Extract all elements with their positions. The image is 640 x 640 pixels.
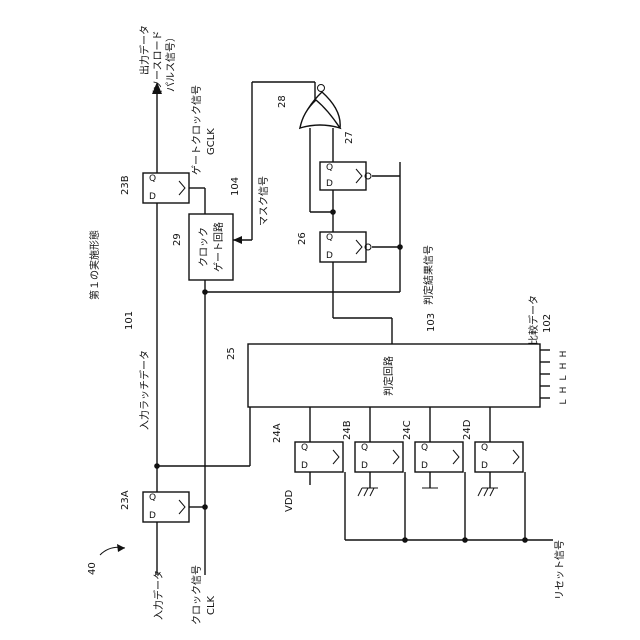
- clk-label: CLK: [206, 595, 217, 615]
- compare-bit: H: [559, 363, 569, 370]
- flip-flop-24a: D Q: [295, 442, 343, 472]
- svg-text:D: D: [421, 461, 428, 471]
- svg-text:ゲート回路: ゲート回路: [212, 222, 225, 272]
- svg-text:D: D: [326, 179, 333, 189]
- compare-data-label: 比較データ: [527, 295, 540, 345]
- svg-text:Q: Q: [421, 443, 428, 453]
- ref-24d: 24D: [462, 419, 473, 440]
- flip-flop-24b: D Q: [355, 442, 403, 472]
- ref-24a: 24A: [272, 423, 283, 443]
- ref-23b: 23B: [120, 175, 131, 195]
- junction-dot: [202, 504, 208, 510]
- ref-29: 29: [172, 233, 183, 246]
- gclk-label: GCLK: [206, 128, 217, 155]
- reset-signal-label: リセット信号: [554, 540, 566, 600]
- ref-23a: 23A: [120, 490, 131, 510]
- vdd-label: VDD: [284, 489, 295, 512]
- svg-text:D: D: [361, 461, 368, 471]
- svg-text:Q: Q: [301, 443, 308, 453]
- clock-signal-label: クロック信号: [191, 565, 203, 625]
- svg-text:D: D: [301, 461, 308, 471]
- flip-flop-26: D Q: [320, 232, 371, 262]
- judge-circuit: 判定回路: [248, 344, 540, 407]
- svg-text:Q: Q: [361, 443, 368, 453]
- svg-text:D: D: [149, 511, 156, 521]
- svg-text:クロック: クロック: [198, 227, 210, 267]
- figure-title: 第１の実施形態: [88, 230, 101, 300]
- flip-flop-24d: D Q: [475, 442, 523, 472]
- svg-text:D: D: [326, 251, 333, 261]
- ref-24c: 24C: [402, 420, 413, 440]
- ref-104: 104: [230, 177, 241, 196]
- output-data-label: 出力データ: [138, 25, 151, 75]
- flip-flop-23a: D Q: [143, 492, 189, 522]
- svg-text:D: D: [481, 461, 488, 471]
- ref-24b: 24B: [342, 420, 353, 440]
- judge-result-label: 判定結果信号: [422, 245, 435, 305]
- junction-dot: [402, 537, 408, 543]
- svg-text:Q: Q: [149, 493, 156, 503]
- ref-40-arrow-icon: [117, 544, 125, 552]
- svg-text:Q: Q: [326, 233, 333, 243]
- svg-text:D: D: [149, 192, 156, 202]
- compare-bit: H: [559, 387, 569, 394]
- mask-signal-label: マスク信号: [258, 176, 270, 226]
- svg-text:Q: Q: [481, 443, 488, 453]
- junction-dot: [522, 537, 528, 543]
- flip-flop-27: D Q: [320, 162, 371, 190]
- mask-arrow-icon: [233, 236, 242, 244]
- svg-text:判定回路: 判定回路: [382, 356, 395, 396]
- svg-text:Q: Q: [149, 174, 156, 184]
- svg-text:Q: Q: [326, 163, 333, 173]
- junction-dot: [154, 463, 160, 469]
- ref-102: 102: [542, 314, 553, 333]
- nor-gate-28: [300, 85, 340, 129]
- output-data-sub2: パルス信号）: [165, 32, 177, 92]
- input-latch-data-label: 入力ラッチデータ: [138, 350, 151, 430]
- gate-clock-label: ゲートクロック信号: [191, 85, 203, 175]
- ref-27: 27: [344, 131, 355, 144]
- ground-icon: [358, 488, 498, 496]
- junction-dot: [330, 209, 336, 215]
- flip-flop-24c: D Q: [415, 442, 463, 472]
- clock-gate-circuit: クロック ゲート回路: [189, 214, 233, 280]
- input-data-label: 入力データ: [152, 570, 165, 620]
- ref-28: 28: [277, 95, 288, 108]
- compare-bit: H: [559, 351, 569, 358]
- junction-dot: [462, 537, 468, 543]
- ref-25: 25: [226, 347, 237, 360]
- junction-dot: [202, 289, 208, 295]
- ref-26: 26: [297, 232, 308, 245]
- ref-101: 101: [124, 311, 135, 330]
- compare-bit: L: [559, 399, 569, 404]
- ref-103: 103: [426, 313, 437, 332]
- output-data-sub1: （ソースロード: [152, 31, 164, 101]
- compare-bit: L: [559, 375, 569, 380]
- ref-40: 40: [87, 562, 98, 575]
- flip-flop-23b: D Q: [143, 173, 189, 203]
- junction-dot: [397, 244, 403, 250]
